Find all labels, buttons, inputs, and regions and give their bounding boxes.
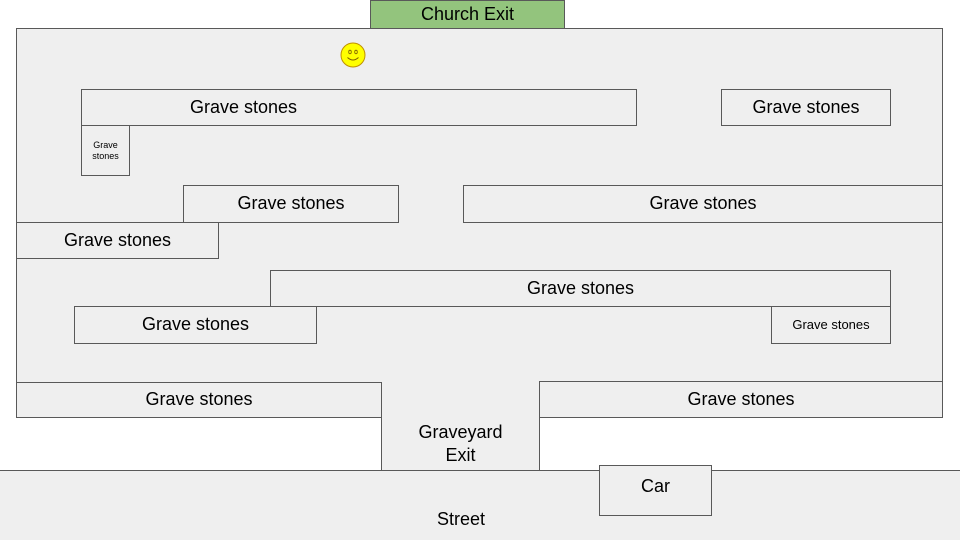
grave-stones-block: Grave stones — [771, 306, 891, 344]
grave-stones-label: Grave stones — [752, 96, 860, 117]
grave-stones-block: Grave stones — [183, 185, 399, 223]
grave-stones-label-line2: stones — [92, 150, 119, 161]
grave-stones-label: Grave stones — [649, 193, 757, 214]
grave-stones-block: Grave stones — [74, 306, 317, 344]
graveyard-exit-label-line2: Exit — [445, 444, 476, 465]
grave-stones-block: Grave stones — [16, 382, 382, 418]
grave-stones-label: Grave stones — [237, 193, 345, 214]
grave-stones-label: Grave stones — [141, 314, 250, 335]
grave-stones-block: Grave stones — [16, 222, 219, 259]
church-exit-label: Church Exit — [420, 4, 515, 24]
grave-stones-label-line1: Grave — [93, 139, 118, 150]
grave-stones-label: Grave stones — [687, 388, 795, 409]
car-label: Car — [640, 476, 670, 496]
graveyard-exit[interactable]: Graveyard Exit — [381, 417, 540, 471]
grave-stones-block: Grave stones — [463, 185, 943, 223]
grave-stones-label: Grave stones — [526, 277, 635, 298]
street-label: Street — [436, 508, 486, 529]
car[interactable]: Car — [599, 465, 712, 516]
graveyard-exit-label-line1: Graveyard — [418, 422, 503, 442]
grave-stones-label: Grave stones — [63, 229, 172, 250]
grave-stones-label: Grave stones — [145, 389, 253, 410]
grave-stones-label: Grave stones — [792, 317, 870, 333]
street-area[interactable] — [0, 470, 960, 540]
grave-stones-block: Grave stones — [721, 89, 891, 126]
grave-stones-label: Grave stones — [190, 96, 298, 117]
church-exit[interactable]: Church Exit — [370, 0, 565, 29]
grave-stones-block: Grave stones — [539, 381, 943, 418]
grave-stones-block: Grave stones — [81, 89, 637, 126]
grave-stones-block: Grave stones — [270, 270, 891, 307]
smiley-face-icon[interactable] — [340, 42, 366, 68]
grave-stones-block-small: Grave stones — [81, 125, 130, 176]
